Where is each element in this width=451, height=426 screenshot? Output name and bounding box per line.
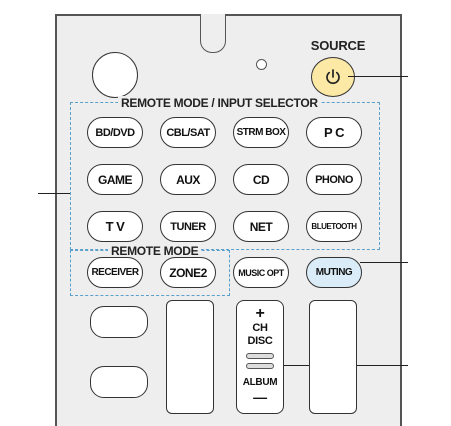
blank-button-left-lower[interactable] bbox=[90, 366, 148, 398]
pc-button[interactable]: P C bbox=[306, 117, 362, 148]
bd-dvd-button[interactable]: BD/DVD bbox=[87, 117, 143, 148]
callout-line-muting bbox=[360, 262, 408, 263]
blank-button-left-upper[interactable] bbox=[90, 306, 148, 338]
tv-button[interactable]: T V bbox=[87, 211, 143, 242]
aux-button[interactable]: AUX bbox=[160, 164, 216, 195]
power-icon bbox=[326, 69, 340, 85]
receiver-button[interactable]: RECEIVER bbox=[87, 257, 143, 288]
music-opt-button[interactable]: MUSIC OPT bbox=[233, 257, 289, 288]
phono-button[interactable]: PHONO bbox=[306, 164, 362, 195]
album-minus-label: — bbox=[253, 389, 267, 405]
cbl-sat-button[interactable]: CBL/SAT bbox=[160, 117, 216, 148]
tuner-button[interactable]: TUNER bbox=[160, 211, 216, 242]
volume-rocker[interactable] bbox=[166, 300, 214, 414]
remote-top-slot bbox=[200, 14, 226, 53]
callout-line-input-selector bbox=[38, 193, 70, 194]
net-button[interactable]: NET bbox=[233, 211, 289, 242]
blank-rocker-right[interactable] bbox=[309, 300, 357, 414]
zone2-button[interactable]: ZONE2 bbox=[160, 257, 216, 288]
source-power-button[interactable] bbox=[311, 57, 355, 97]
indicator-dot bbox=[256, 59, 267, 70]
bluetooth-button[interactable]: BLUETOOTH bbox=[306, 211, 362, 242]
ch-label: CH bbox=[252, 322, 268, 334]
cd-button[interactable]: CD bbox=[233, 164, 289, 195]
muting-button[interactable]: MUTING bbox=[306, 257, 362, 288]
remote-mode-title: REMOTE MODE bbox=[108, 244, 202, 258]
rocker-divider-lower bbox=[246, 363, 274, 369]
strm-box-button[interactable]: STRM BOX bbox=[233, 117, 289, 148]
callout-line-source bbox=[348, 76, 408, 77]
source-label: SOURCE bbox=[310, 38, 366, 53]
ch-plus-label: + bbox=[255, 305, 265, 322]
game-button[interactable]: GAME bbox=[87, 164, 143, 195]
disc-label: DISC bbox=[247, 335, 273, 347]
input-selector-title: REMOTE MODE / INPUT SELECTOR bbox=[118, 96, 321, 110]
rocker-divider bbox=[246, 353, 274, 359]
ch-disc-album-rocker[interactable]: + CH DISC ALBUM — bbox=[236, 300, 284, 414]
album-label: ALBUM bbox=[242, 377, 278, 388]
round-blank-button[interactable] bbox=[92, 52, 138, 98]
